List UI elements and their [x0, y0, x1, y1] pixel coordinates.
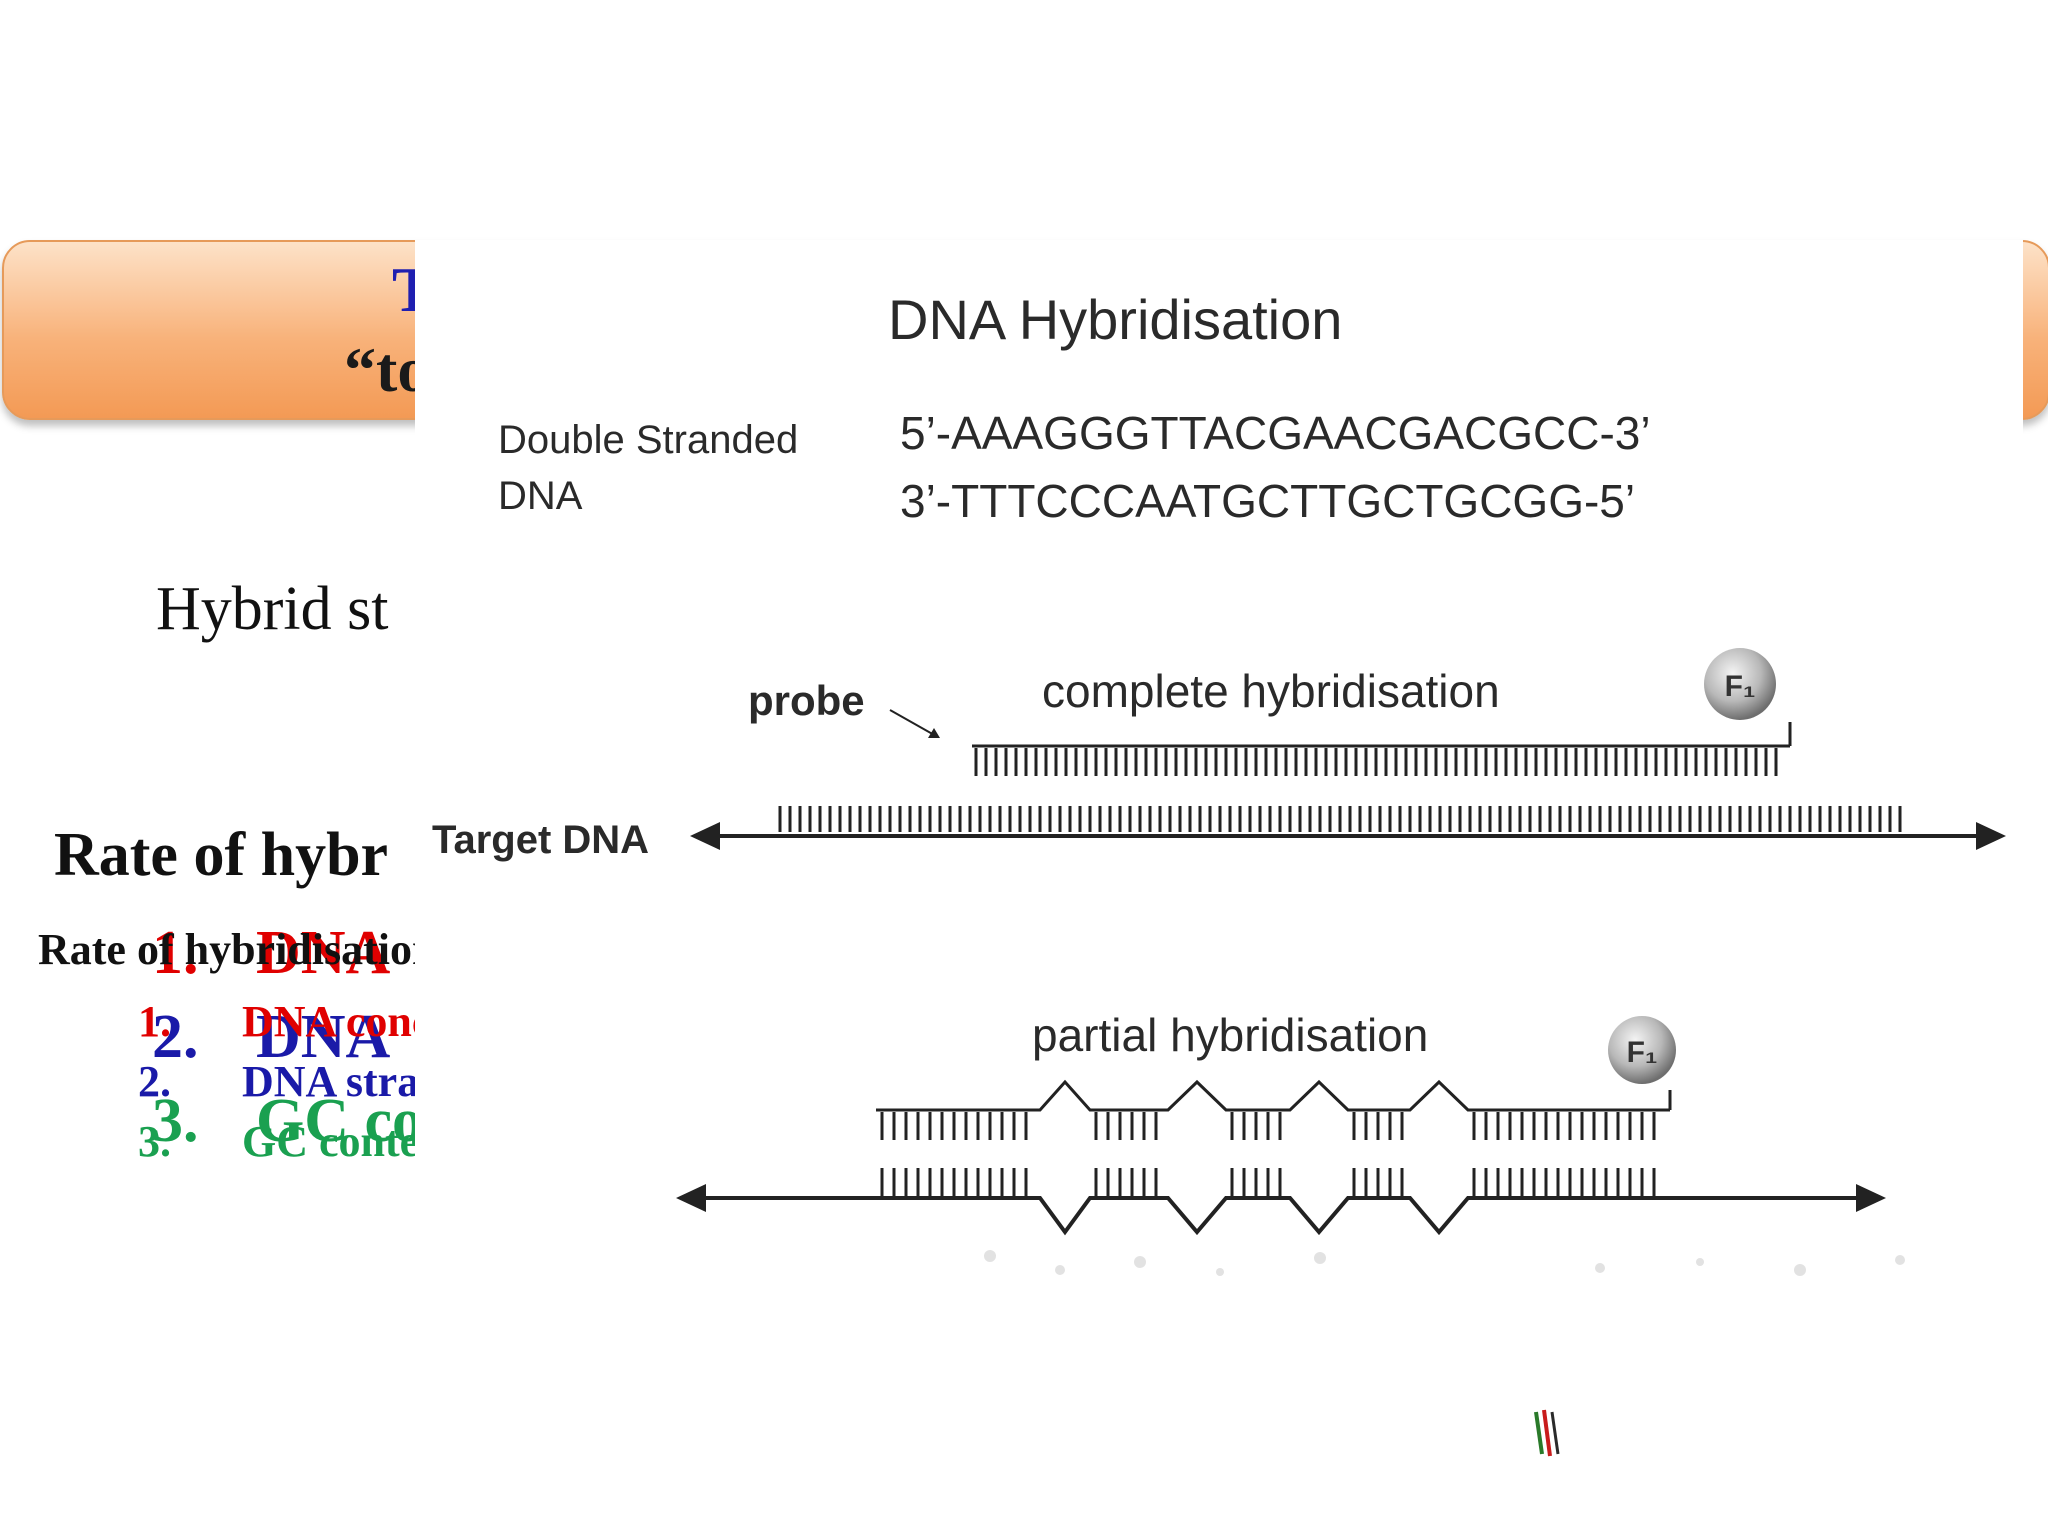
target-strand-complete	[690, 806, 2006, 850]
partial-hybridisation-label: partial hybridisation	[1032, 1009, 1429, 1061]
fluor-label-2: F₁	[1627, 1036, 1658, 1069]
target-dna-label: Target DNA	[432, 818, 650, 862]
hybrid-text-fragment: Hybrid st	[156, 575, 389, 643]
big-list-num-1: 1.	[152, 919, 199, 987]
big-list-text-1: DNA	[256, 919, 391, 987]
big-list-text-2: DNA	[256, 1003, 391, 1071]
sequence-bottom: 3’-TTTCCCAATGCTTGCTGCGG-5’	[900, 475, 1636, 527]
rate-list-num-1: 1.	[138, 997, 171, 1046]
complete-hybridisation-label: complete hybridisation	[1042, 665, 1500, 717]
fluor-label-1: F₁	[1725, 670, 1756, 703]
fluorophore-partial: F₁	[1608, 1016, 1676, 1084]
big-list-num-3: 3.	[152, 1087, 199, 1155]
target-strand-partial	[676, 1168, 1886, 1236]
probe-strand-partial	[876, 1079, 1672, 1140]
big-list-text-3: GC co	[256, 1087, 424, 1155]
probe-label: probe	[748, 677, 865, 724]
dna-hybridisation-figure	[415, 240, 2023, 1340]
figure-title: DNA Hybridisation	[888, 288, 1343, 351]
rate-heading-fragment: Rate of hybr	[54, 821, 389, 889]
double-stranded-label: Double Stranded	[498, 418, 799, 462]
dna-label: DNA	[498, 474, 583, 518]
rate-list-num-3: 3.	[138, 1117, 171, 1166]
decorative-stripes	[1534, 1409, 1560, 1457]
probe-strand-complete	[972, 722, 1792, 776]
fluorophore-complete: F₁	[1704, 648, 1776, 720]
rate-list-num-2: 2.	[138, 1057, 171, 1106]
big-list-num-2: 2.	[152, 1003, 199, 1071]
sequence-top: 5’-AAAGGGTTACGAACGACGCC-3’	[900, 407, 1651, 459]
faint-artifact	[984, 1250, 1905, 1276]
probe-arrow	[889, 709, 940, 738]
